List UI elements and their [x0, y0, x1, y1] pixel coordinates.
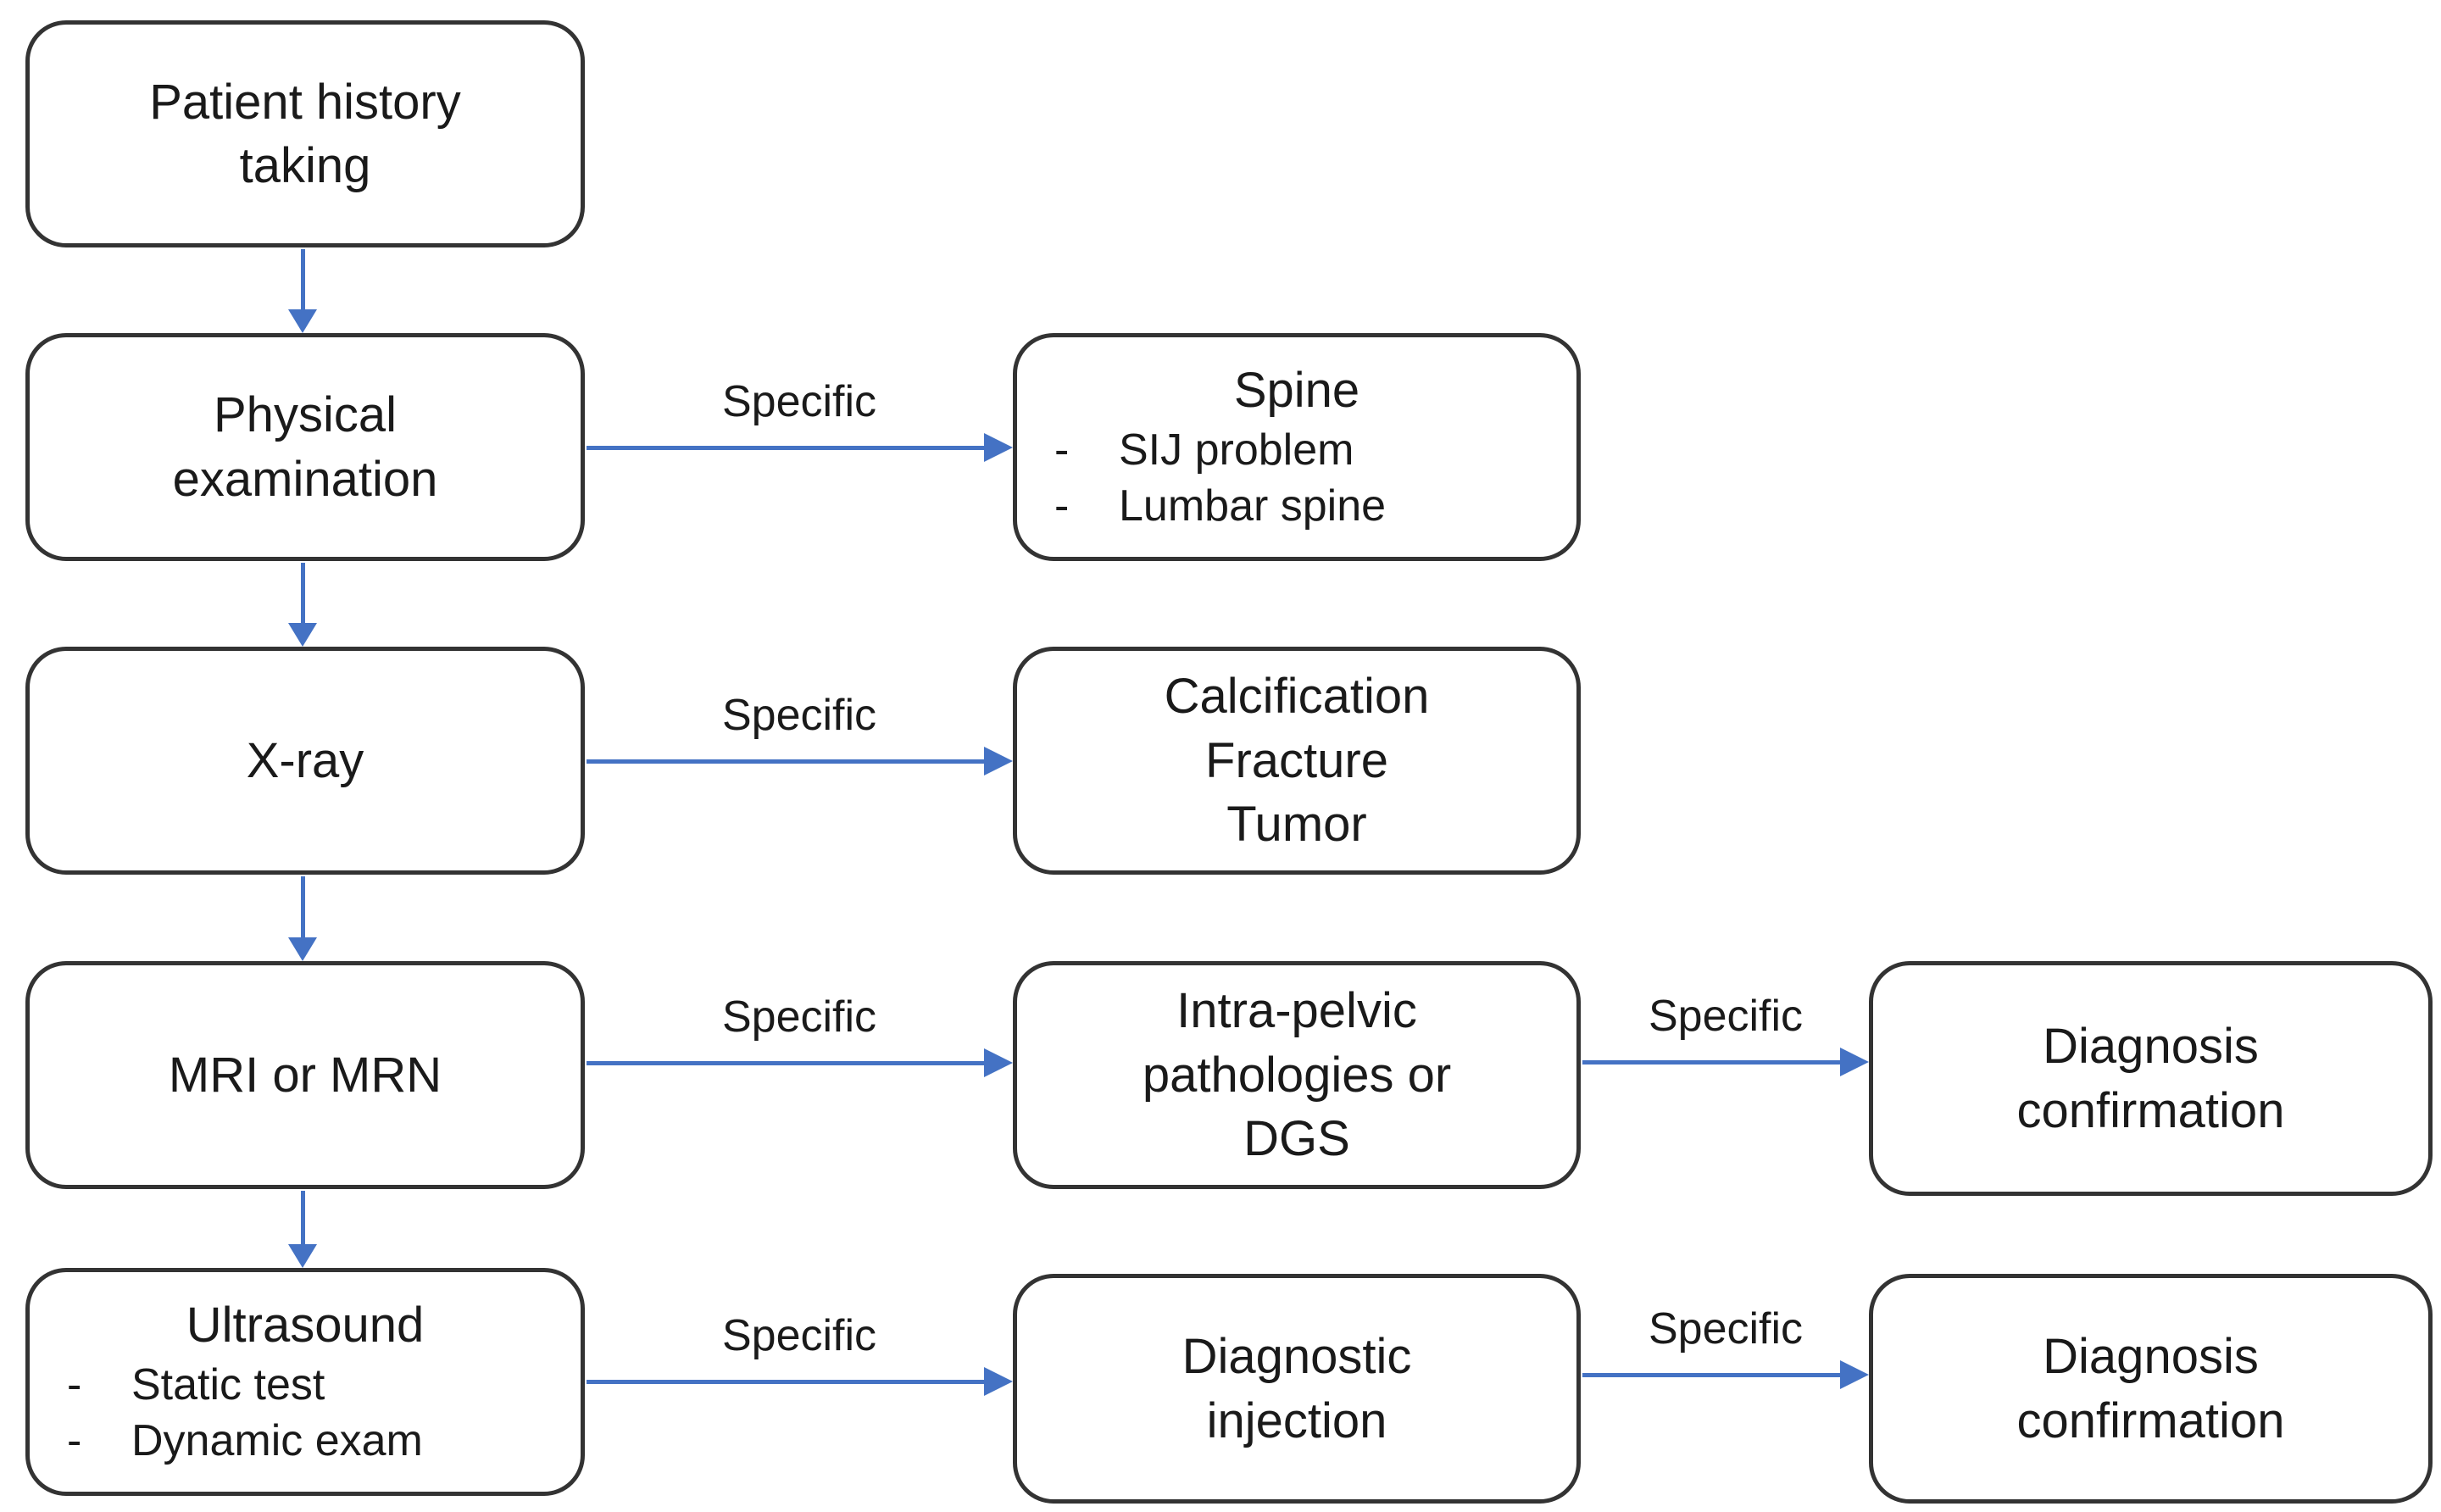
arrowhead-down-icon	[288, 623, 317, 647]
bullet-item: - Dynamic exam	[55, 1413, 555, 1469]
bullet-text: SIJ problem	[1119, 425, 1354, 475]
node-text-line: MRI or MRN	[168, 1047, 442, 1103]
arrow-intrapelvic-to-diagnosis	[1582, 1048, 1869, 1076]
arrow-xray-to-findings	[587, 747, 1013, 775]
arrowhead-right-icon	[984, 1048, 1013, 1077]
arrow-xray-to-mri	[287, 876, 318, 961]
arrow-label-specific: Specific	[721, 992, 877, 1042]
node-text-line: taking	[239, 138, 371, 193]
node-text-line: Diagnosis	[2043, 1329, 2259, 1385]
node-mri-or-mrn: MRI or MRN	[25, 961, 585, 1189]
dash-bullet: -	[1054, 481, 1070, 531]
dash-bullet: -	[1054, 425, 1070, 475]
arrow-patient-to-physical	[287, 249, 318, 333]
dash-bullet: -	[67, 1359, 82, 1409]
arrow-injection-to-diagnosis	[1582, 1360, 1869, 1389]
arrowhead-down-icon	[288, 309, 317, 333]
bullet-text: Dynamic exam	[131, 1415, 423, 1465]
arrow-line	[587, 1060, 984, 1065]
bullet-text: Lumbar spine	[1119, 481, 1387, 531]
arrowhead-right-icon	[984, 433, 1013, 462]
node-physical-examination: Physical examination	[25, 333, 585, 561]
node-text-line: Diagnosis	[2043, 1019, 2259, 1075]
node-text-line: injection	[1206, 1392, 1387, 1448]
arrow-mri-to-ultrasound	[287, 1191, 318, 1268]
node-xray: X-ray	[25, 647, 585, 875]
arrow-line	[300, 1191, 305, 1244]
arrow-label-specific: Specific	[721, 1311, 877, 1360]
node-ultrasound: Ultrasound - Static test - Dynamic exam	[25, 1268, 585, 1496]
arrow-physical-to-xray	[287, 563, 318, 647]
node-text-line: Fracture	[1205, 732, 1388, 788]
node-text-line: Intra-pelvic	[1176, 983, 1417, 1039]
node-text-line: Diagnostic	[1182, 1329, 1412, 1385]
arrowhead-right-icon	[984, 747, 1013, 775]
arrow-line	[300, 876, 305, 937]
node-text-line: Patient history	[149, 74, 461, 130]
arrow-line	[587, 759, 984, 764]
arrow-line	[1582, 1059, 1840, 1065]
node-xray-findings: Calcification Fracture Tumor	[1013, 647, 1581, 875]
bullet-item: - Static test	[55, 1357, 555, 1413]
arrow-label-specific: Specific	[1648, 992, 1804, 1041]
node-text-line: Calcification	[1164, 669, 1430, 725]
bullet-item: - Lumbar spine	[1043, 478, 1551, 534]
node-text-line: confirmation	[2016, 1082, 2285, 1138]
dash-bullet: -	[67, 1415, 82, 1465]
arrow-line	[300, 249, 305, 309]
arrowhead-down-icon	[288, 1244, 317, 1268]
arrow-label-specific: Specific	[721, 377, 877, 426]
arrow-label-specific: Specific	[1648, 1304, 1804, 1354]
arrow-line	[587, 445, 984, 450]
node-text-line: confirmation	[2016, 1392, 2285, 1448]
arrow-ultrasound-to-injection	[587, 1367, 1013, 1396]
node-title: Spine	[1233, 363, 1360, 419]
arrowhead-right-icon	[984, 1367, 1013, 1396]
node-text-line: DGS	[1243, 1111, 1350, 1167]
arrow-line	[300, 563, 305, 623]
arrow-mri-to-intrapelvic	[587, 1048, 1013, 1077]
node-diagnosis-confirmation-top: Diagnosis confirmation	[1869, 961, 2433, 1196]
node-diagnostic-injection: Diagnostic injection	[1013, 1274, 1581, 1504]
node-text-line: Tumor	[1226, 797, 1367, 853]
arrow-label-specific: Specific	[721, 691, 877, 740]
bullet-item: - SIJ problem	[1043, 422, 1551, 478]
node-text-line: pathologies or	[1142, 1047, 1452, 1103]
arrow-physical-to-spine	[587, 433, 1013, 462]
node-text-line: X-ray	[246, 732, 364, 788]
arrow-line	[1582, 1372, 1840, 1377]
arrowhead-right-icon	[1840, 1048, 1869, 1076]
arrow-line	[587, 1379, 984, 1384]
bullet-text: Static test	[131, 1359, 325, 1409]
node-patient-history-taking: Patient history taking	[25, 20, 585, 247]
node-spine: Spine - SIJ problem - Lumbar spine	[1013, 333, 1581, 561]
node-intra-pelvic-pathologies-or-dgs: Intra-pelvic pathologies or DGS	[1013, 961, 1581, 1189]
node-title: Ultrasound	[186, 1298, 425, 1354]
node-text-line: examination	[172, 451, 438, 507]
arrowhead-right-icon	[1840, 1360, 1869, 1389]
node-text-line: Physical	[214, 387, 397, 443]
arrowhead-down-icon	[288, 937, 317, 961]
node-diagnosis-confirmation-bottom: Diagnosis confirmation	[1869, 1274, 2433, 1504]
